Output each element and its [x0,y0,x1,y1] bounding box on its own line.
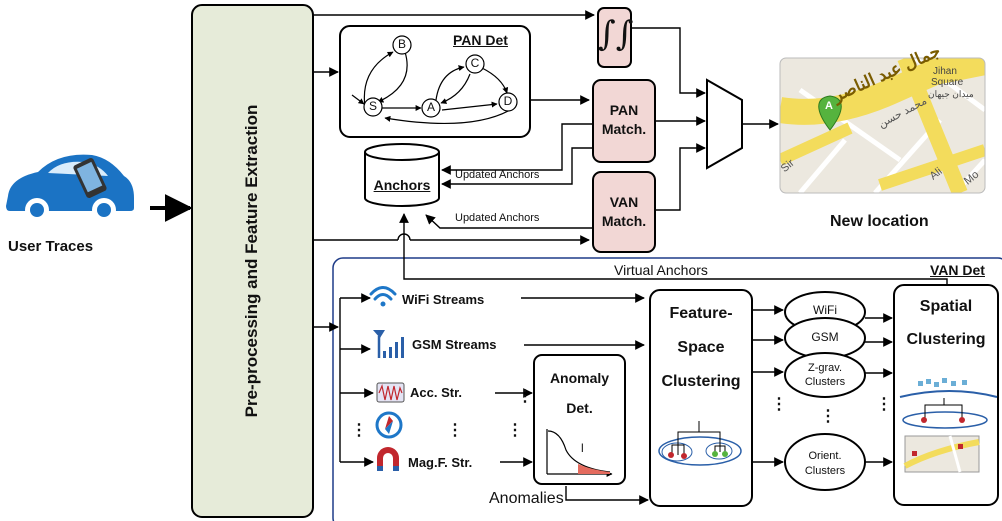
wifi-streams-label: WiFi Streams [402,292,485,307]
wifi-icon [369,286,397,307]
database-icon [364,143,440,207]
pan-node-b: B [397,37,406,51]
map-image [780,58,985,193]
spatial-cluster-icon [899,378,998,473]
preprocessing-block [191,4,314,518]
pan-node-c: C [470,56,480,70]
user-traces-label: User Traces [8,238,94,255]
spatial-label-1: Spatial [919,298,973,315]
orient-cluster [784,433,866,491]
cell-tower-icon [373,330,404,358]
pan-node-c-circle [465,54,485,74]
preprocessing-label: Pre-processing and Feature Extraction [242,104,261,418]
magnet-icon [377,447,399,471]
dendrogram-icon [658,421,742,466]
van-match-box [592,171,656,253]
accelerometer-icon [376,382,405,403]
integral-icon: ∫∫ [598,14,634,54]
orient-cluster-label-2: Clusters [804,465,846,477]
van-det-region [332,257,1002,521]
pan-node-b-circle [392,35,412,55]
acc-stream-label: Acc. Str. [410,385,463,400]
ellipsis-4: ⋮ [517,388,533,405]
ellipsis-1: ⋮ [351,422,367,439]
anomalies-label: Anomalies [489,490,564,507]
fsc-label-3: Clustering [661,373,741,390]
spatial-label-2: Clustering [906,331,986,348]
car-icon [6,154,134,222]
map-square-label-2: Square [931,77,964,88]
zgrav-cluster [784,352,866,398]
van-det-title: VAN Det [930,262,985,278]
pan-match-label-2: Match. [601,121,647,137]
compass-icon [375,411,403,439]
orient-cluster-label-1: Orient. [808,450,842,462]
map-square-label-1: Jihan [933,66,957,77]
pan-match-label-1: PAN [609,102,639,118]
anchors-label: Anchors [373,177,431,193]
stream-arrows [495,293,649,505]
fsc-label-2: Space [677,339,725,356]
pan-graph-edges [351,51,511,125]
anomaly-curve-label: l [581,441,584,455]
map-square-arabic: ميدان جيهان [928,89,974,99]
anomaly-label-2: Det. [566,400,593,416]
wifi-cluster-label: WiFi [813,303,837,317]
map-marker-letter: A [825,100,833,112]
ellipsis-7: ⋮ [876,396,892,413]
phone-icon [73,158,107,198]
pan-node-a-circle [421,98,441,118]
pan-node-d: D [503,94,513,108]
stream-bracket [339,293,374,467]
updated-anchors-label-1: Updated Anchors [455,169,540,181]
cluster-arrows [752,305,893,467]
map-marker-icon [818,95,842,131]
pan-node-a: A [426,100,435,114]
pan-det-title: PAN Det [453,32,508,48]
pan-node-s-circle [363,97,383,117]
fsc-label-1: Feature- [669,305,733,322]
zgrav-cluster-label-2: Clusters [804,376,846,388]
van-match-label-2: Match. [601,213,647,229]
pan-node-s: S [368,99,377,113]
zgrav-cluster-label-1: Z-grav. [807,362,843,374]
anomaly-label-1: Anomaly [549,370,610,386]
ellipsis-3: ⋮ [507,422,523,439]
virtual-anchors-label: Virtual Anchors [614,262,708,278]
van-match-label-1: VAN [609,194,639,210]
pipeline-arrows [313,10,948,332]
updated-anchors-label-2: Updated Anchors [455,212,540,224]
mag-stream-label: Mag.F. Str. [408,455,473,470]
anomaly-curve [546,429,613,477]
ellipsis-5: ⋮ [771,396,787,413]
ellipsis-2: ⋮ [447,422,463,439]
gsm-cluster-label: GSM [811,330,839,344]
ellipsis-6: ⋮ [820,408,836,425]
gsm-streams-label: GSM Streams [412,337,497,352]
integral-box [597,7,632,68]
new-location-label: New location [830,213,929,230]
anomaly-det-box [533,354,626,485]
mux-icon [706,78,743,170]
pan-node-d-circle [498,92,518,112]
map-frame [779,57,986,194]
